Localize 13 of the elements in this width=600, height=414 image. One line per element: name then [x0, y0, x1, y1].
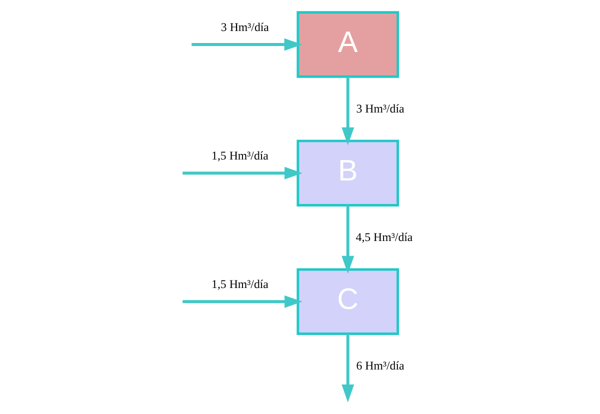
- arrow: [182, 295, 302, 308]
- arrow: [342, 76, 354, 146]
- edge-label: 4,5 Hm³/día: [356, 230, 413, 244]
- arrow: [342, 334, 354, 402]
- arrow: [192, 38, 302, 51]
- edge-label: 3 Hm³/día: [356, 101, 404, 116]
- arrow: [182, 166, 302, 180]
- edge-label: 6 Hm³/día: [356, 358, 404, 372]
- edge-label: 1,5 Hm³/día: [212, 276, 268, 291]
- edge-label: 3 Hm³/día: [220, 20, 269, 34]
- node-box: A: [296, 11, 400, 78]
- arrow: [342, 205, 354, 274]
- edge-label: 1,5 Hm³/día: [212, 148, 268, 162]
